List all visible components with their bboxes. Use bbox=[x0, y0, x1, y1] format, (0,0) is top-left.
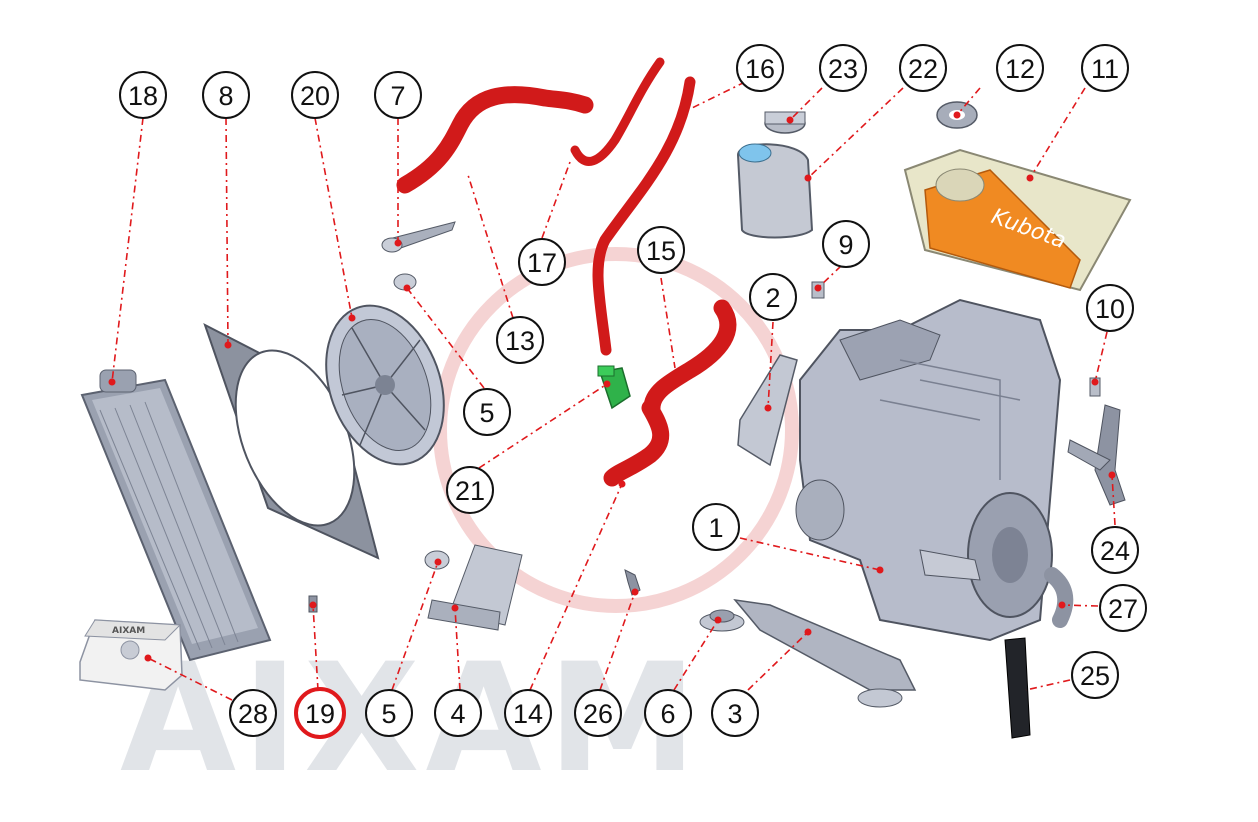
callout-label: 17 bbox=[527, 248, 557, 278]
sleeve-25-part[interactable] bbox=[1004, 637, 1031, 739]
callout-25[interactable]: 25 bbox=[1071, 651, 1119, 699]
callout-26[interactable]: 26 bbox=[574, 689, 622, 737]
callout-label: 5 bbox=[381, 699, 396, 729]
callout-7[interactable]: 7 bbox=[374, 71, 422, 119]
callout-20[interactable]: 20 bbox=[291, 71, 339, 119]
hose-27-part[interactable] bbox=[1044, 567, 1074, 628]
hose-14-part[interactable] bbox=[603, 399, 670, 487]
callout-label: 5 bbox=[479, 398, 494, 428]
callout-8[interactable]: 8 bbox=[202, 71, 250, 119]
engine-1-part[interactable] bbox=[795, 298, 1062, 642]
sensor-10-part[interactable] bbox=[1089, 377, 1101, 397]
callout-label: 21 bbox=[455, 476, 485, 506]
callout-24[interactable]: 24 bbox=[1091, 526, 1139, 574]
callout-9[interactable]: 9 bbox=[822, 220, 870, 268]
callout-label: 7 bbox=[390, 81, 405, 111]
callout-28[interactable]: 28 bbox=[229, 689, 277, 737]
callout-3[interactable]: 3 bbox=[711, 689, 759, 737]
callout-19-highlighted[interactable]: 19 bbox=[294, 687, 346, 739]
callout-15[interactable]: 15 bbox=[637, 226, 685, 274]
callout-6[interactable]: 6 bbox=[644, 689, 692, 737]
mount-plate-3-part[interactable] bbox=[733, 598, 917, 708]
callout-label: 12 bbox=[1005, 54, 1035, 84]
callout-label: 24 bbox=[1100, 536, 1130, 566]
callout-27[interactable]: 27 bbox=[1099, 584, 1147, 632]
radiator-part[interactable] bbox=[80, 369, 272, 662]
hose-17-part[interactable] bbox=[570, 57, 665, 166]
callout-label: 4 bbox=[450, 699, 465, 729]
bracket-7-part[interactable] bbox=[381, 221, 456, 253]
callout-21[interactable]: 21 bbox=[446, 466, 494, 514]
callout-label: 27 bbox=[1108, 594, 1138, 624]
callout-label: 14 bbox=[513, 699, 543, 729]
callout-12[interactable]: 12 bbox=[996, 44, 1044, 92]
cap-23-part[interactable] bbox=[764, 111, 806, 134]
fan-part[interactable] bbox=[305, 289, 464, 481]
hose-16-part[interactable] bbox=[592, 76, 696, 356]
callouts: 18 8 20 7 16 23 22 12 11 17 15 9 2 13 10… bbox=[119, 44, 1147, 739]
callout-14[interactable]: 14 bbox=[504, 689, 552, 737]
callout-5-upper[interactable]: 5 bbox=[463, 388, 511, 436]
hose-13-part[interactable] bbox=[396, 86, 594, 194]
callout-label: 23 bbox=[828, 54, 858, 84]
callout-4[interactable]: 4 bbox=[434, 689, 482, 737]
bracket-24-part[interactable] bbox=[1067, 404, 1126, 506]
callout-label: 8 bbox=[218, 81, 233, 111]
callout-label: 6 bbox=[660, 699, 675, 729]
hoses bbox=[396, 57, 737, 487]
callout-label: 13 bbox=[505, 326, 535, 356]
callout-label: 18 bbox=[128, 81, 158, 111]
mount-6-part[interactable] bbox=[699, 609, 745, 632]
hose-15-part[interactable] bbox=[643, 299, 737, 417]
callout-label: 22 bbox=[908, 54, 938, 84]
callout-label: 3 bbox=[727, 699, 742, 729]
callout-label: 28 bbox=[238, 699, 268, 729]
box-brand-label: AIXAM bbox=[112, 626, 145, 636]
thermostat-housing-21-part[interactable] bbox=[597, 365, 631, 410]
leader-lines bbox=[108, 81, 1116, 701]
engine-mount-4-part[interactable] bbox=[427, 544, 523, 631]
callout-5-lower[interactable]: 5 bbox=[365, 689, 413, 737]
callout-label: 11 bbox=[1091, 54, 1119, 84]
callout-label: 20 bbox=[300, 81, 330, 111]
expansion-tank-22-part[interactable] bbox=[736, 143, 814, 239]
callout-label: 16 bbox=[745, 54, 775, 84]
callout-18[interactable]: 18 bbox=[119, 71, 167, 119]
fan-shroud-part[interactable] bbox=[203, 322, 380, 560]
callout-label: 19 bbox=[305, 699, 335, 729]
kit-box-28-part[interactable]: AIXAM bbox=[79, 619, 183, 691]
callout-10[interactable]: 10 bbox=[1086, 284, 1134, 332]
callout-label: 25 bbox=[1080, 661, 1110, 691]
callout-label: 10 bbox=[1095, 294, 1125, 324]
callout-label: 9 bbox=[838, 230, 853, 260]
callout-label: 15 bbox=[646, 236, 676, 266]
callout-2[interactable]: 2 bbox=[749, 273, 797, 321]
callout-13[interactable]: 13 bbox=[496, 316, 544, 364]
callout-17[interactable]: 17 bbox=[518, 238, 566, 286]
callout-23[interactable]: 23 bbox=[819, 44, 867, 92]
callout-16[interactable]: 16 bbox=[736, 44, 784, 92]
callout-label: 2 bbox=[765, 283, 780, 313]
callout-11[interactable]: 11 bbox=[1081, 44, 1129, 92]
engine-cover-11-part[interactable]: Kubota bbox=[903, 148, 1132, 292]
callout-1[interactable]: 1 bbox=[692, 503, 740, 551]
callout-label: 26 bbox=[583, 699, 613, 729]
callout-label: 1 bbox=[708, 513, 723, 543]
callout-22[interactable]: 22 bbox=[899, 44, 947, 92]
